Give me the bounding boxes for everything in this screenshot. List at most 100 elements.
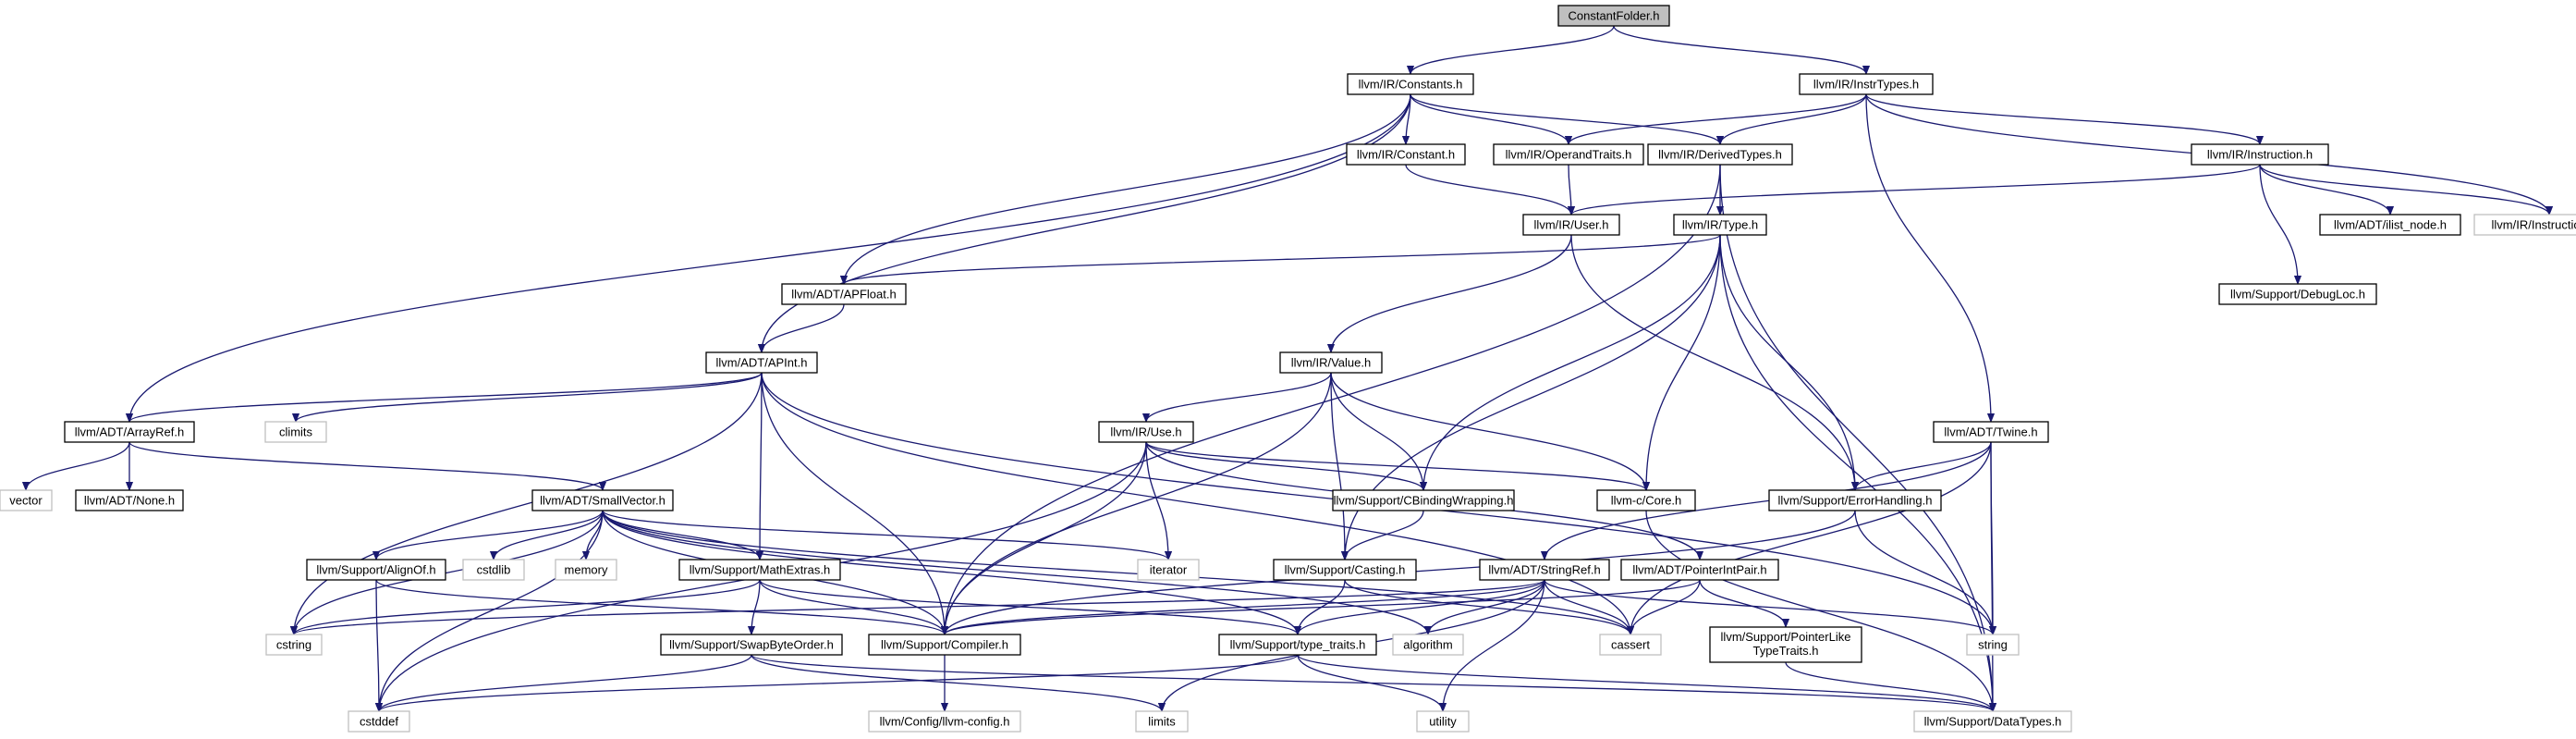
node-box[interactable] [1933, 421, 2049, 443]
node-llvm-c-core-h[interactable]: llvm-c/Core.h [1596, 489, 1696, 511]
node-box[interactable] [1768, 489, 1942, 511]
node-llvm-adt-apfloat-h[interactable]: llvm/ADT/APFloat.h [781, 283, 907, 305]
edge-alignof-to-cstddef [376, 579, 379, 711]
node-label: llvm/Support/MathExtras.h [690, 562, 830, 576]
edge-stringref-to-string [1544, 579, 1993, 635]
node-llvm-ir-use-h[interactable]: llvm/IR/Use.h [1098, 421, 1194, 443]
node-box[interactable] [781, 283, 907, 305]
node-llvm-support-debugloc-h[interactable]: llvm/Support/DebugLoc.h [2218, 283, 2377, 305]
node-box[interactable] [75, 489, 184, 511]
node-llvm-support-mathextras-h[interactable]: llvm/Support/MathExtras.h [678, 559, 841, 581]
node-box[interactable] [1218, 634, 1377, 656]
edge-arrayref-to-smallvector [128, 441, 603, 491]
node-llvm-ir-instrtypes-h[interactable]: llvm/IR/InstrTypes.h [1799, 73, 1934, 95]
node-llvm-adt-arrayref-h[interactable]: llvm/ADT/ArrayRef.h [64, 421, 195, 443]
node-llvm-support-alignof-h[interactable]: llvm/Support/AlignOf.h [306, 559, 446, 581]
edge-pointerintpair-to-compiler [945, 579, 1701, 635]
node-box[interactable] [1098, 421, 1194, 443]
edge-pointerintpair-to-cassert [1630, 579, 1701, 635]
node-box[interactable] [1346, 143, 1466, 166]
node-llvm-adt-smallvector-h[interactable]: llvm/ADT/SmallVector.h [531, 489, 674, 511]
node-box[interactable] [1522, 214, 1620, 236]
node-llvm-ir-constants-h[interactable]: llvm/IR/Constants.h [1347, 73, 1474, 95]
edge-value-to-compiler [945, 372, 1332, 634]
node-cstdlib: cstdlib [462, 559, 525, 581]
node-box[interactable] [1273, 559, 1417, 581]
node-llvm-ir-instruction-def: llvm/IR/Instruction.def [2473, 214, 2576, 236]
edge-instruction-to-ilistnode [2259, 164, 2390, 216]
node-label: memory [565, 562, 608, 576]
node-llvm-support-compiler-h[interactable]: llvm/Support/Compiler.h [868, 634, 1021, 656]
node-box[interactable] [2191, 143, 2329, 166]
node-box[interactable] [2218, 283, 2377, 305]
edge-constants-to-derivedtypes [1410, 93, 1720, 145]
node-llvm-support-casting-h[interactable]: llvm/Support/Casting.h [1273, 559, 1417, 581]
edge-mathextras-to-typetraits [759, 579, 1298, 635]
node-box[interactable] [705, 351, 818, 374]
node-box[interactable] [1647, 143, 1793, 166]
node-box[interactable] [1799, 73, 1934, 95]
node-label: llvm/Support/DebugLoc.h [2230, 287, 2365, 301]
node-box[interactable] [1673, 214, 1767, 236]
node-box[interactable] [1493, 143, 1644, 166]
edge-stringref-to-typetraits [1298, 579, 1545, 635]
node-box[interactable] [868, 634, 1021, 656]
edge-apint-to-cassert [761, 372, 1630, 634]
node-label: llvm/ADT/ilist_node.h [2334, 217, 2447, 231]
node-llvm-adt-twine-h[interactable]: llvm/ADT/Twine.h [1933, 421, 2049, 443]
node-box[interactable] [1332, 489, 1515, 511]
node-box [265, 634, 323, 656]
edge-apint-to-cstring [294, 372, 763, 634]
node-llvm-adt-pointerintpair-h[interactable]: llvm/ADT/PointerIntPair.h [1620, 559, 1779, 581]
edge-derivedtypes-to-compiler [945, 164, 1721, 634]
node-llvm-support-type-traits-h[interactable]: llvm/Support/type_traits.h [1218, 634, 1377, 656]
node-llvm-ir-operandtraits-h[interactable]: llvm/IR/OperandTraits.h [1493, 143, 1644, 166]
node-box[interactable] [64, 421, 195, 443]
node-box[interactable] [1479, 559, 1610, 581]
node-box[interactable] [2319, 214, 2461, 236]
node-llvm-adt-stringref-h[interactable]: llvm/ADT/StringRef.h [1479, 559, 1610, 581]
node-box[interactable] [306, 559, 446, 581]
node-llvm-adt-apint-h[interactable]: llvm/ADT/APInt.h [705, 351, 818, 374]
node-llvm-ir-derivedtypes-h[interactable]: llvm/IR/DerivedTypes.h [1647, 143, 1793, 166]
node-box[interactable] [660, 634, 843, 656]
node-box[interactable] [678, 559, 841, 581]
node-box[interactable] [1596, 489, 1696, 511]
node-llvm-ir-value-h[interactable]: llvm/IR/Value.h [1279, 351, 1383, 374]
edge-typetraits-to-datatypes [1297, 654, 1993, 712]
node-llvm-support-errorhandling-h[interactable]: llvm/Support/ErrorHandling.h [1768, 489, 1942, 511]
node-box[interactable] [1709, 626, 1862, 663]
node-box[interactable] [1279, 351, 1383, 374]
edge-swapbyteorder-to-limits [751, 654, 1162, 712]
edge-twine-to-errorhandling [1855, 441, 1992, 491]
node-llvm-support-swapbyteorder-h[interactable]: llvm/Support/SwapByteOrder.h [660, 634, 843, 656]
node-llvm-ir-user-h[interactable]: llvm/IR/User.h [1522, 214, 1620, 236]
node-limits: limits [1135, 710, 1189, 733]
node-box[interactable] [1620, 559, 1779, 581]
node-llvm-ir-instruction-h[interactable]: llvm/IR/Instruction.h [2191, 143, 2329, 166]
edge-type-to-apfloat [844, 234, 1721, 285]
edge-swapbyteorder-to-cstddef [379, 654, 752, 712]
edge-arrayref-to-vector [26, 441, 130, 491]
node-llvm-ir-type-h[interactable]: llvm/IR/Type.h [1673, 214, 1767, 236]
node-label: llvm/ADT/StringRef.h [1488, 562, 1600, 576]
node-box [0, 489, 53, 511]
node-memory: memory [555, 559, 617, 581]
edge-smallvector-to-alignof [376, 510, 604, 560]
node-llvm-adt-none-h[interactable]: llvm/ADT/None.h [75, 489, 184, 511]
node-llvm-support-cbindingwrapping-h[interactable]: llvm/Support/CBindingWrapping.h [1332, 489, 1515, 511]
edge-apint-to-compiler [761, 372, 945, 634]
node-box[interactable] [1557, 5, 1670, 27]
node-llvm-support-datatypes-h: llvm/Support/DataTypes.h [1913, 710, 2072, 733]
node-llvm-adt-ilist-node-h[interactable]: llvm/ADT/ilist_node.h [2319, 214, 2461, 236]
node-constantfolder-h[interactable]: ConstantFolder.h [1557, 5, 1670, 27]
node-label: llvm/Support/ErrorHandling.h [1778, 493, 1933, 507]
node-llvm-ir-constant-h[interactable]: llvm/IR/Constant.h [1346, 143, 1466, 166]
node-box[interactable] [531, 489, 674, 511]
edge-twine-to-stringref [1544, 441, 1992, 560]
edge-derivedtypes-to-datatypes [1719, 164, 1993, 711]
node-box[interactable] [1347, 73, 1474, 95]
node-label: cstdlib [477, 562, 511, 576]
node-label: llvm/IR/Use.h [1110, 425, 1181, 438]
